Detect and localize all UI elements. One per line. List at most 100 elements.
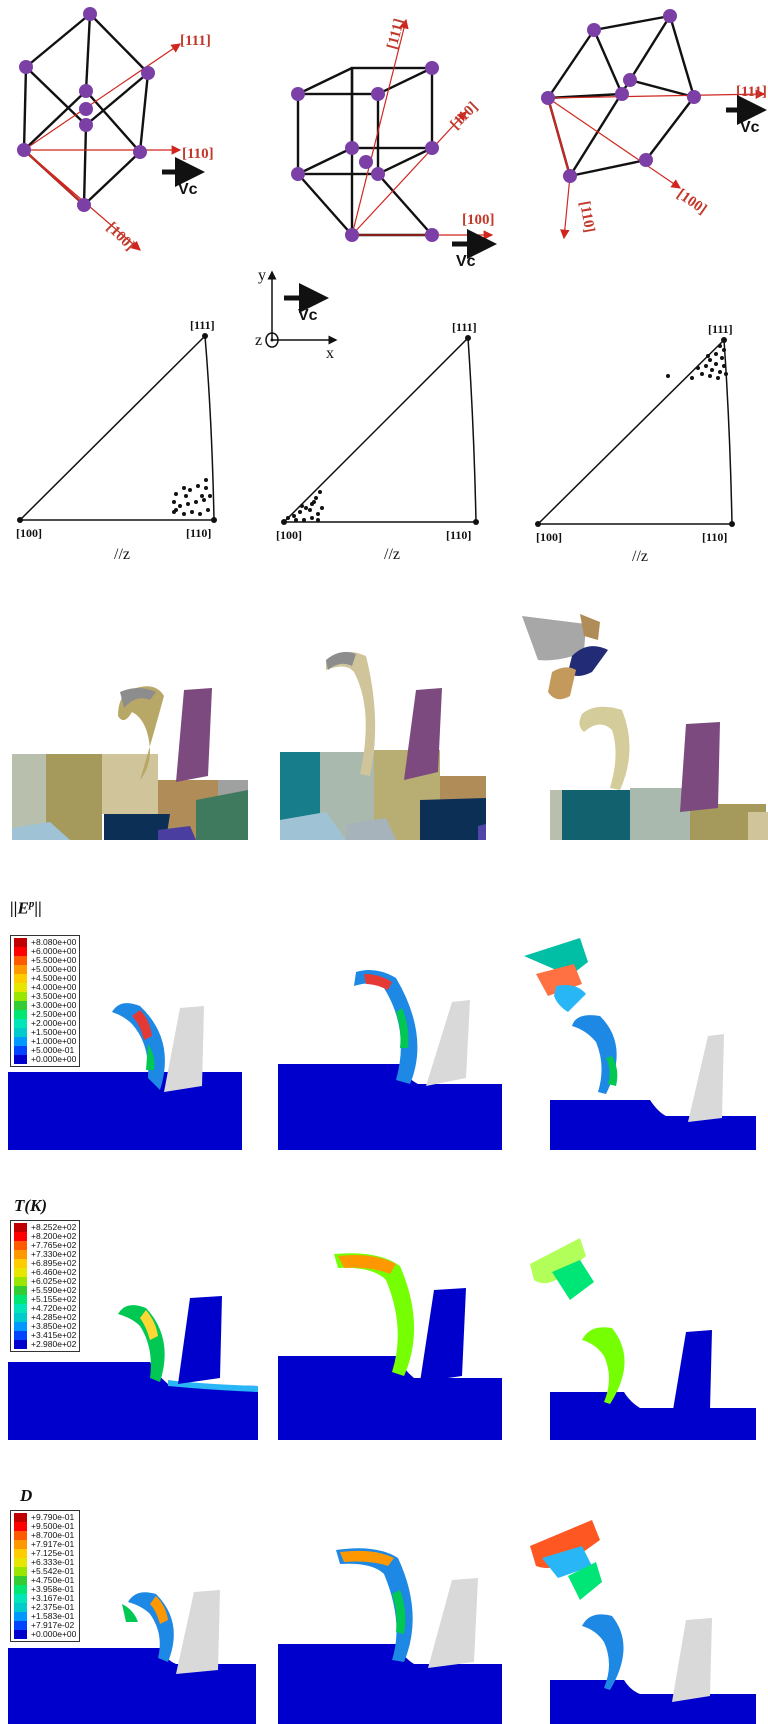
chip-fragment-blue	[568, 646, 608, 676]
legend-entry: +3.415e+02	[14, 1331, 76, 1340]
legend-value: +1.000e+00	[31, 1036, 77, 1046]
legend-swatch	[14, 1331, 27, 1340]
chip	[572, 1015, 617, 1094]
plastic-strain-title: ||Ep||	[10, 898, 42, 918]
legend-swatch	[14, 1259, 27, 1268]
legend-swatch	[14, 1549, 27, 1558]
ipf-label-111: [111]	[452, 320, 477, 334]
legend-swatch	[14, 1567, 27, 1576]
direction-vectors	[547, 89, 766, 240]
legend-swatch	[14, 1558, 27, 1567]
chip-fragment	[568, 1562, 602, 1600]
legend-value: +8.080e+00	[31, 937, 77, 947]
legend-entry: +5.155e+02	[14, 1295, 76, 1304]
cube-diagram-3: [111] [100] [110] Vc	[541, 9, 767, 240]
legend-entry: +5.590e+02	[14, 1286, 76, 1295]
damage-title: D	[20, 1486, 33, 1505]
cube-edges	[296, 66, 434, 237]
legend-value: +8.200e+02	[31, 1231, 77, 1241]
vc-label: Vc	[456, 253, 476, 270]
ipf-label-100: [100]	[16, 526, 42, 540]
grain-sim-3	[522, 614, 768, 840]
chip-fragment-tan	[580, 614, 600, 640]
legend-swatch	[14, 1630, 27, 1639]
legend-value: +3.167e-01	[31, 1593, 75, 1603]
legend-entry: +7.125e-01	[14, 1549, 76, 1558]
ipf-label-111: [111]	[190, 318, 215, 332]
legend-swatch	[14, 1513, 27, 1522]
orientation-points	[172, 478, 212, 516]
legend-swatch	[14, 1223, 27, 1232]
legend-entry: +3.500e+00	[14, 992, 76, 1001]
legend-value: +5.000e-01	[31, 1045, 75, 1055]
legend-value: +1.583e-01	[31, 1611, 75, 1621]
legend-entry: +0.000e+00	[14, 1630, 76, 1639]
legend-entry: +7.917e-02	[14, 1621, 76, 1630]
legend-swatch	[14, 983, 27, 992]
grain-sim-1	[12, 686, 248, 840]
legend-entry: +3.850e+02	[14, 1322, 76, 1331]
chip	[354, 970, 418, 1084]
legend-value: +4.720e+02	[31, 1303, 77, 1313]
legend-value: +6.895e+02	[31, 1258, 77, 1268]
atoms	[541, 9, 701, 183]
legend-swatch	[14, 1046, 27, 1055]
cutting-tool	[404, 688, 442, 780]
legend-swatch	[14, 1250, 27, 1259]
legend-value: +6.460e+02	[31, 1267, 77, 1277]
legend-swatch	[14, 1232, 27, 1241]
legend-value: +6.333e-01	[31, 1557, 75, 1567]
legend-entry: +2.000e+00	[14, 1019, 76, 1028]
legend-value: +4.750e-01	[31, 1575, 75, 1585]
legend-swatch	[14, 1540, 27, 1549]
legend-entry: +6.000e+00	[14, 947, 76, 956]
chip	[118, 686, 164, 780]
legend-swatch	[14, 1612, 27, 1621]
plastic-strain-sim-2	[278, 970, 502, 1150]
legend-value: +4.285e+02	[31, 1312, 77, 1322]
legend-swatch	[14, 965, 27, 974]
chip-gray-segment	[120, 688, 156, 708]
legend-entry: +6.895e+02	[14, 1259, 76, 1268]
chip	[582, 1614, 624, 1690]
grain-sim-2	[280, 651, 486, 840]
legend-entry: +6.460e+02	[14, 1268, 76, 1277]
orientation-points	[666, 344, 728, 380]
legend-value: +8.700e-01	[31, 1530, 75, 1540]
legend-value: +7.765e+02	[31, 1240, 77, 1250]
legend-entry: +4.720e+02	[14, 1304, 76, 1313]
atoms	[17, 7, 155, 212]
legend-swatch	[14, 1313, 27, 1322]
workpiece-grains	[280, 750, 486, 840]
legend-entry: +6.025e+02	[14, 1277, 76, 1286]
legend-value: +1.500e+00	[31, 1027, 77, 1037]
chip-fragment-orange	[548, 667, 576, 700]
legend-swatch	[14, 1010, 27, 1019]
ipf-triangle-3: [111] [100] [110] //z	[535, 322, 735, 565]
cutting-tool	[176, 1590, 220, 1674]
legend-value: +3.958e-01	[31, 1584, 75, 1594]
legend-entry: +3.167e-01	[14, 1594, 76, 1603]
legend-entry: +7.330e+02	[14, 1250, 76, 1259]
cutting-tool	[680, 722, 720, 812]
label-110: [110]	[182, 146, 214, 162]
legend-entry: +6.333e-01	[14, 1558, 76, 1567]
legend-entry: +4.000e+00	[14, 983, 76, 992]
legend-swatch	[14, 992, 27, 1001]
cutting-tool	[178, 1296, 222, 1384]
legend-swatch	[14, 1037, 27, 1046]
legend-entry: +3.958e-01	[14, 1585, 76, 1594]
plastic-strain-sim-1	[8, 1003, 242, 1150]
legend-value: +2.000e+00	[31, 1018, 77, 1028]
legend-swatch	[14, 1268, 27, 1277]
label-110: [110]	[448, 99, 482, 133]
y-axis-label: y	[258, 267, 266, 284]
vc-label: Vc	[178, 181, 198, 198]
ipf-label-110: [110]	[446, 528, 471, 542]
legend-swatch	[14, 956, 27, 965]
label-111: [111]	[384, 17, 407, 51]
legend-swatch	[14, 1340, 27, 1349]
legend-entry: +4.750e-01	[14, 1576, 76, 1585]
legend-value: +3.500e+00	[31, 991, 77, 1001]
z-axis-label: z	[255, 332, 262, 349]
